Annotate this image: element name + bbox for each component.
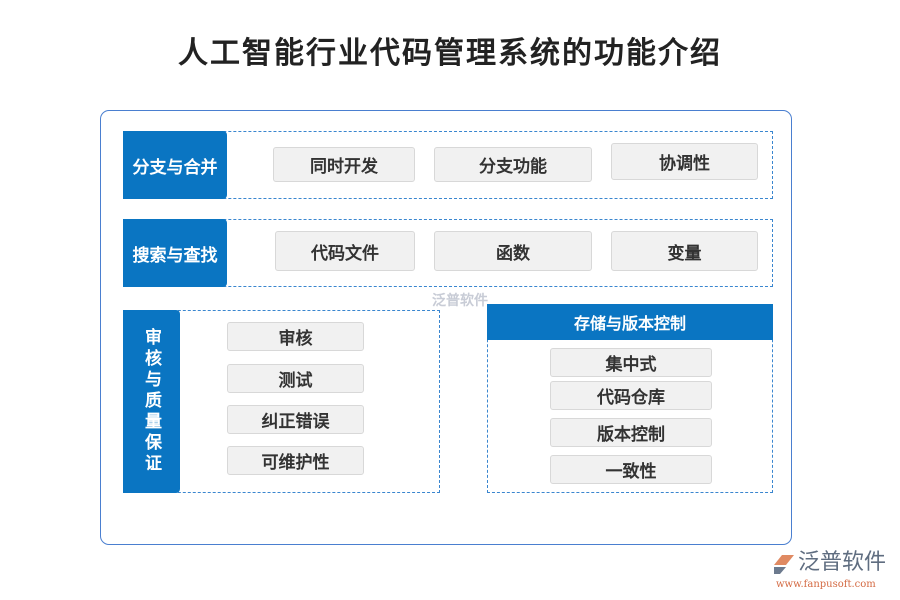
logo-name: 泛普软件 [798, 550, 887, 575]
item-box: 集中式 [550, 348, 712, 377]
item-box: 代码文件 [275, 231, 415, 271]
watermark: 泛普软件 [432, 293, 488, 309]
item-box: 测试 [227, 364, 364, 393]
item-box: 代码仓库 [550, 381, 712, 410]
page-title: 人工智能行业代码管理系统的功能介绍 [178, 36, 722, 71]
item-box: 一致性 [550, 455, 712, 484]
item-box: 变量 [611, 231, 758, 271]
item-box: 协调性 [611, 143, 758, 180]
logo-icon [774, 555, 794, 574]
section-label: 存储与版本控制 [487, 304, 773, 340]
logo-url: www.fanpusoft.com [776, 579, 876, 590]
item-box: 版本控制 [550, 418, 712, 447]
section-label: 分支与合并 [123, 131, 227, 199]
item-box: 纠正错误 [227, 405, 364, 434]
outer-frame [100, 110, 792, 545]
item-box: 分支功能 [434, 147, 592, 182]
item-box: 可维护性 [227, 446, 364, 475]
item-box: 函数 [434, 231, 592, 271]
item-box: 同时开发 [273, 147, 415, 182]
item-box: 审核 [227, 322, 364, 351]
section-label: 审核与质量保证 [123, 310, 180, 493]
section-label: 搜索与查找 [123, 219, 227, 287]
